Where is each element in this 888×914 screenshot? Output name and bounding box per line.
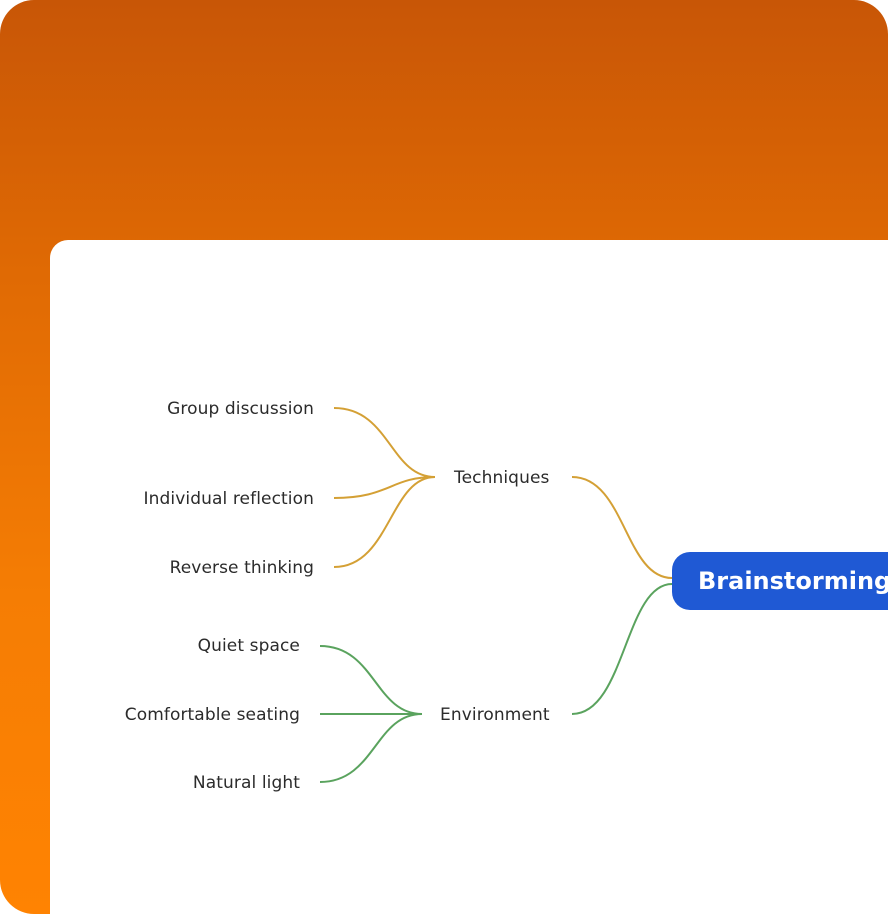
link-natural-light: [319, 713, 423, 783]
node-comfortable-seating[interactable]: Comfortable seating: [124, 705, 300, 725]
mindmap-canvas: Group discussion Individual reflection R…: [50, 240, 888, 914]
node-environment[interactable]: Environment: [440, 705, 550, 725]
link-group-discussion: [333, 407, 436, 478]
link-environment-root: [571, 583, 673, 715]
link-individual-reflection: [333, 476, 436, 499]
node-reverse-thinking[interactable]: Reverse thinking: [169, 558, 314, 578]
node-natural-light[interactable]: Natural light: [192, 773, 300, 793]
link-reverse-thinking: [333, 476, 436, 568]
node-individual-reflection[interactable]: Individual reflection: [143, 489, 314, 509]
node-root-brainstorming[interactable]: Brainstorming: [672, 552, 888, 610]
node-group-discussion[interactable]: Group discussion: [167, 399, 314, 419]
link-quiet-space: [319, 645, 423, 715]
node-quiet-space[interactable]: Quiet space: [197, 636, 300, 656]
mindmap-connectors: [319, 407, 673, 783]
link-techniques-root: [571, 476, 673, 579]
node-techniques[interactable]: Techniques: [454, 468, 550, 488]
